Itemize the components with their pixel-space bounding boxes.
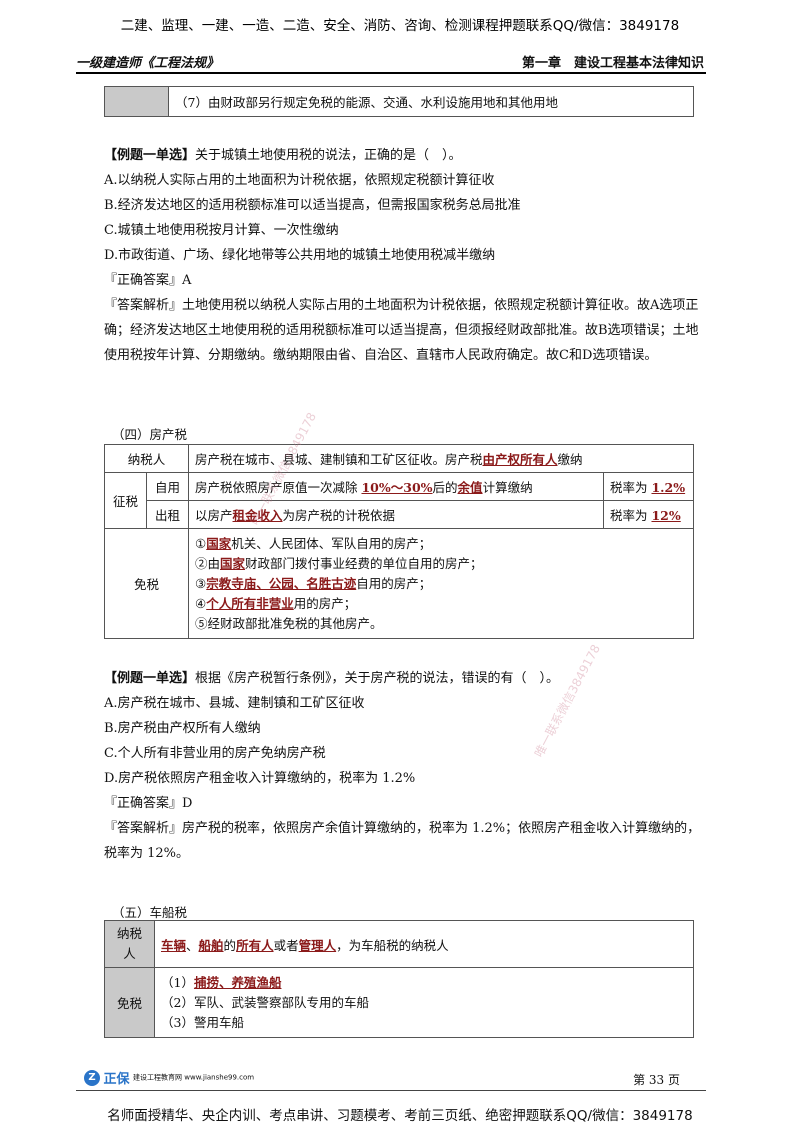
taxpayer-text: 房产税在城市、县城、建制镇和工矿区征收。房产税 [195, 452, 483, 467]
vessel-exempt-list: （1）捕捞、养殖渔船 （2）军队、武装警察部队专用的车船 （3）警用车船 [154, 967, 694, 1038]
connector: 的 [223, 937, 237, 953]
self-rate-label: 税率为 [610, 480, 652, 495]
exempt-list: ①国家机关、人民团体、军队自用的房产； ②由国家财政部门拨付事业经费的单位自用的… [188, 528, 694, 639]
correct-answer: 『正确答案』D [104, 796, 193, 811]
logo-brand: 正保 [103, 1072, 130, 1087]
question-tag: 【例题一单选】 [104, 671, 196, 686]
question-2: 【例题一单选】根据《房产税暂行条例》，关于房产税的说法，错误的有（ ）。 A.房… [104, 666, 704, 866]
land-tax-exempt-table: （7）由财政部另行规定免税的能源、交通、水利设施用地和其他用地 [104, 86, 694, 117]
separator: 、 [186, 937, 199, 953]
exempt-suffix: 机关、人民团体、军队自用的房产； [231, 535, 432, 551]
vessel-exempt-label: 免税 [104, 967, 155, 1038]
rental-text: 以房产 [195, 508, 233, 523]
exempt-emphasis: 国家 [206, 535, 232, 551]
taxpayer-emphasis: 由产权所有人 [482, 452, 558, 467]
exempt-item: （3）警用车船 [161, 1014, 244, 1030]
option-c: C.个人所有非营业用的房产免纳房产税 [104, 746, 326, 761]
footer-rule [76, 1090, 706, 1091]
exempt-prefix: ⑤经财政部批准免税的其他房产。 [195, 615, 383, 631]
question-stem: 关于城镇土地使用税的说法，正确的是（ ）。 [195, 148, 462, 163]
option-d: D.市政街道、广场、绿化地带等公共用地的城镇土地使用税减半缴纳 [104, 248, 496, 263]
exempt-prefix: ②由 [195, 555, 221, 571]
rental-cell: 以房产租金收入为房产税的计税依据 [188, 500, 604, 529]
self-use-mid: 后的 [432, 480, 458, 495]
exempt-item: （2）军队、武装警察部队专用的车船 [161, 994, 369, 1010]
gray-label-cell [104, 86, 169, 117]
vessel-tax-table: 纳税人 车辆、船舶的所有人或者管理人，为车船税的纳税人 免税 （1）捕捞、养殖渔… [104, 920, 694, 1038]
rental-rate-label: 税率为 [610, 508, 652, 523]
section-property-tax-title: （四）房产税 [112, 427, 188, 442]
vessels-term: 船舶 [198, 937, 224, 953]
taxpayer-text-end: 缴纳 [557, 452, 583, 467]
exempt-item-7: （7）由财政部另行规定免税的能源、交通、水利设施用地和其他用地 [168, 86, 694, 117]
owner-term: 所有人 [236, 937, 274, 953]
rental-label: 出租 [146, 500, 189, 529]
question-stem: 根据《房产税暂行条例》，关于房产税的说法，错误的有（ ）。 [195, 671, 560, 686]
option-d: D.房产税依照房产租金收入计算缴纳的，税率为 1.2% [104, 771, 416, 786]
option-a: A.以纳税人实际占用的土地面积为计税依据，依照规定税额计算征收 [104, 173, 495, 188]
exempt-emphasis: 宗教寺庙、公园、名胜古迹 [206, 575, 357, 591]
exempt-prefix: （1） [161, 974, 194, 990]
taxpayer-suffix: ，为车船税的纳税人 [336, 937, 449, 953]
vehicles-term: 车辆 [161, 937, 187, 953]
answer-analysis: 『答案解析』土地使用税以纳税人实际占用的土地面积为计税依据，依照规定税额计算征收… [104, 298, 699, 363]
taxpayer-label: 纳税人 [104, 444, 189, 473]
manager-term: 管理人 [298, 937, 337, 953]
exempt-prefix: ③ [195, 575, 207, 591]
exempt-label: 免税 [104, 528, 189, 639]
exempt-suffix: 自用的房产； [356, 575, 432, 591]
question-1: 【例题一单选】关于城镇土地使用税的说法，正确的是（ ）。 A.以纳税人实际占用的… [104, 143, 704, 368]
option-b: B.经济发达地区的适用税额标准可以适当提高，但需报国家税务总局批准 [104, 198, 521, 213]
exempt-suffix: 用的房产； [293, 595, 357, 611]
header-rule [76, 72, 706, 74]
answer-analysis: 『答案解析』房产税的税率，依照房产余值计算缴纳的，税率为 1.2%；依照房产租金… [104, 821, 701, 861]
rental-text-end: 为房产税的计税依据 [282, 508, 396, 523]
exempt-emphasis: 个人所有非营业 [206, 595, 294, 611]
option-c: C.城镇土地使用税按月计算、一次性缴纳 [104, 223, 339, 238]
connector-or: 或者 [273, 937, 299, 953]
exempt-item: ①国家机关、人民团体、军队自用的房产； [195, 534, 687, 554]
vessel-taxpayer-label: 纳税人 [104, 920, 155, 968]
exempt-item: ③宗教寺庙、公园、名胜古迹自用的房产； [195, 574, 687, 594]
logo-icon: Z [84, 1069, 100, 1086]
logo-subtitle: 建设工程教育网 www.jianshe99.com [133, 1073, 255, 1082]
property-tax-table: 纳税人 房产税在城市、县城、建制镇和工矿区征收。房产税由产权所有人缴纳 征税 自… [104, 444, 694, 639]
option-b: B.房产税由产权所有人缴纳 [104, 721, 261, 736]
bottom-banner: 名师面授精华、央企内训、考点串讲、习题模考、考前三页纸、绝密押题联系QQ/微信：… [107, 1108, 693, 1124]
residual-value: 余值 [457, 480, 483, 495]
rental-rate-cell: 税率为 12% [603, 500, 694, 529]
exempt-item: （1）捕捞、养殖渔船 [161, 973, 687, 993]
top-banner: 二建、监理、一建、一造、二造、安全、消防、咨询、检测课程押题联系QQ/微信：38… [120, 18, 680, 34]
page-number: 第 33 页 [633, 1073, 680, 1087]
self-use-cell: 房产税依照房产原值一次减除 10%～30%后的余值计算缴纳 [188, 472, 604, 501]
section-vessel-tax-title: （五）车船税 [112, 905, 188, 920]
exempt-item: ⑤经财政部批准免税的其他房产。 [195, 614, 687, 634]
exempt-suffix: 财政部门拨付事业经费的单位自用的房产； [245, 555, 483, 571]
option-a: A.房产税在城市、县城、建制镇和工矿区征收 [104, 696, 365, 711]
deduction-range: 10%～30% [361, 480, 433, 495]
footer-logo: Z 正保 建设工程教育网 www.jianshe99.com [84, 1068, 254, 1087]
exempt-prefix: ① [195, 535, 207, 551]
self-use-end: 计算缴纳 [482, 480, 533, 495]
vessel-taxpayer-cell: 车辆、船舶的所有人或者管理人，为车船税的纳税人 [154, 920, 694, 968]
correct-answer: 『正确答案』A [104, 273, 192, 288]
header-book-title: 一级建造师《工程法规》 [76, 56, 220, 71]
self-rate-value: 1.2% [651, 480, 686, 495]
header-chapter-title: 第一章 建设工程基本法律知识 [521, 56, 704, 71]
question-tag: 【例题一单选】 [104, 148, 196, 163]
exempt-emphasis: 国家 [220, 555, 246, 571]
exempt-item: ④个人所有非营业用的房产； [195, 594, 687, 614]
self-use-rate-cell: 税率为 1.2% [603, 472, 694, 501]
exempt-item: ②由国家财政部门拨付事业经费的单位自用的房产； [195, 554, 687, 574]
fishing-vessels: 捕捞、养殖渔船 [193, 974, 282, 990]
self-use-label: 自用 [146, 472, 189, 501]
taxpayer-cell: 房产税在城市、县城、建制镇和工矿区征收。房产税由产权所有人缴纳 [188, 444, 694, 473]
levy-label: 征税 [104, 472, 147, 529]
rental-income: 租金收入 [232, 508, 283, 523]
self-use-text: 房产税依照房产原值一次减除 [195, 480, 362, 495]
rental-rate-value: 12% [651, 508, 681, 523]
exempt-prefix: ④ [195, 595, 207, 611]
